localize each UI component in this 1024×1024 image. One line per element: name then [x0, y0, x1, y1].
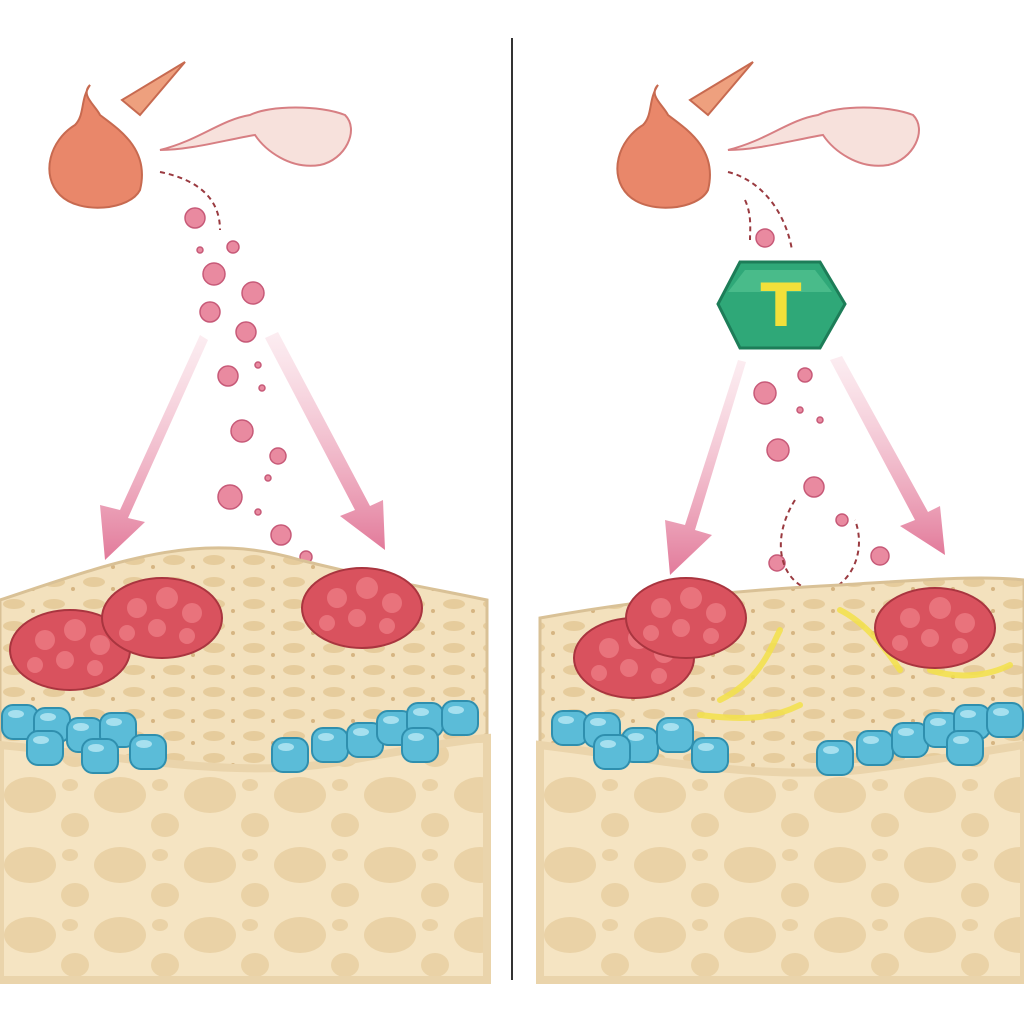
blocker-hexagon: T — [716, 260, 847, 350]
yellow-spread — [697, 607, 1013, 721]
bone-layer — [536, 740, 1024, 984]
arrow-right — [830, 356, 945, 555]
hormone-particles — [753, 228, 890, 572]
red-cell-cluster — [301, 567, 423, 649]
pituitary-gland-icon — [48, 61, 352, 209]
arrow-right — [265, 332, 385, 550]
blocker-label: T — [761, 271, 802, 341]
arrow-left — [665, 360, 746, 575]
red-cell-cluster — [625, 577, 747, 659]
panel-with-blocker: T — [536, 61, 1024, 984]
pituitary-gland-icon — [616, 61, 920, 209]
panel-without-blocker — [0, 61, 491, 984]
red-cell-cluster — [101, 577, 223, 659]
bone-layer — [0, 733, 491, 984]
release-path — [159, 171, 221, 231]
arrow-left — [100, 335, 208, 560]
red-cell-cluster — [874, 587, 996, 669]
